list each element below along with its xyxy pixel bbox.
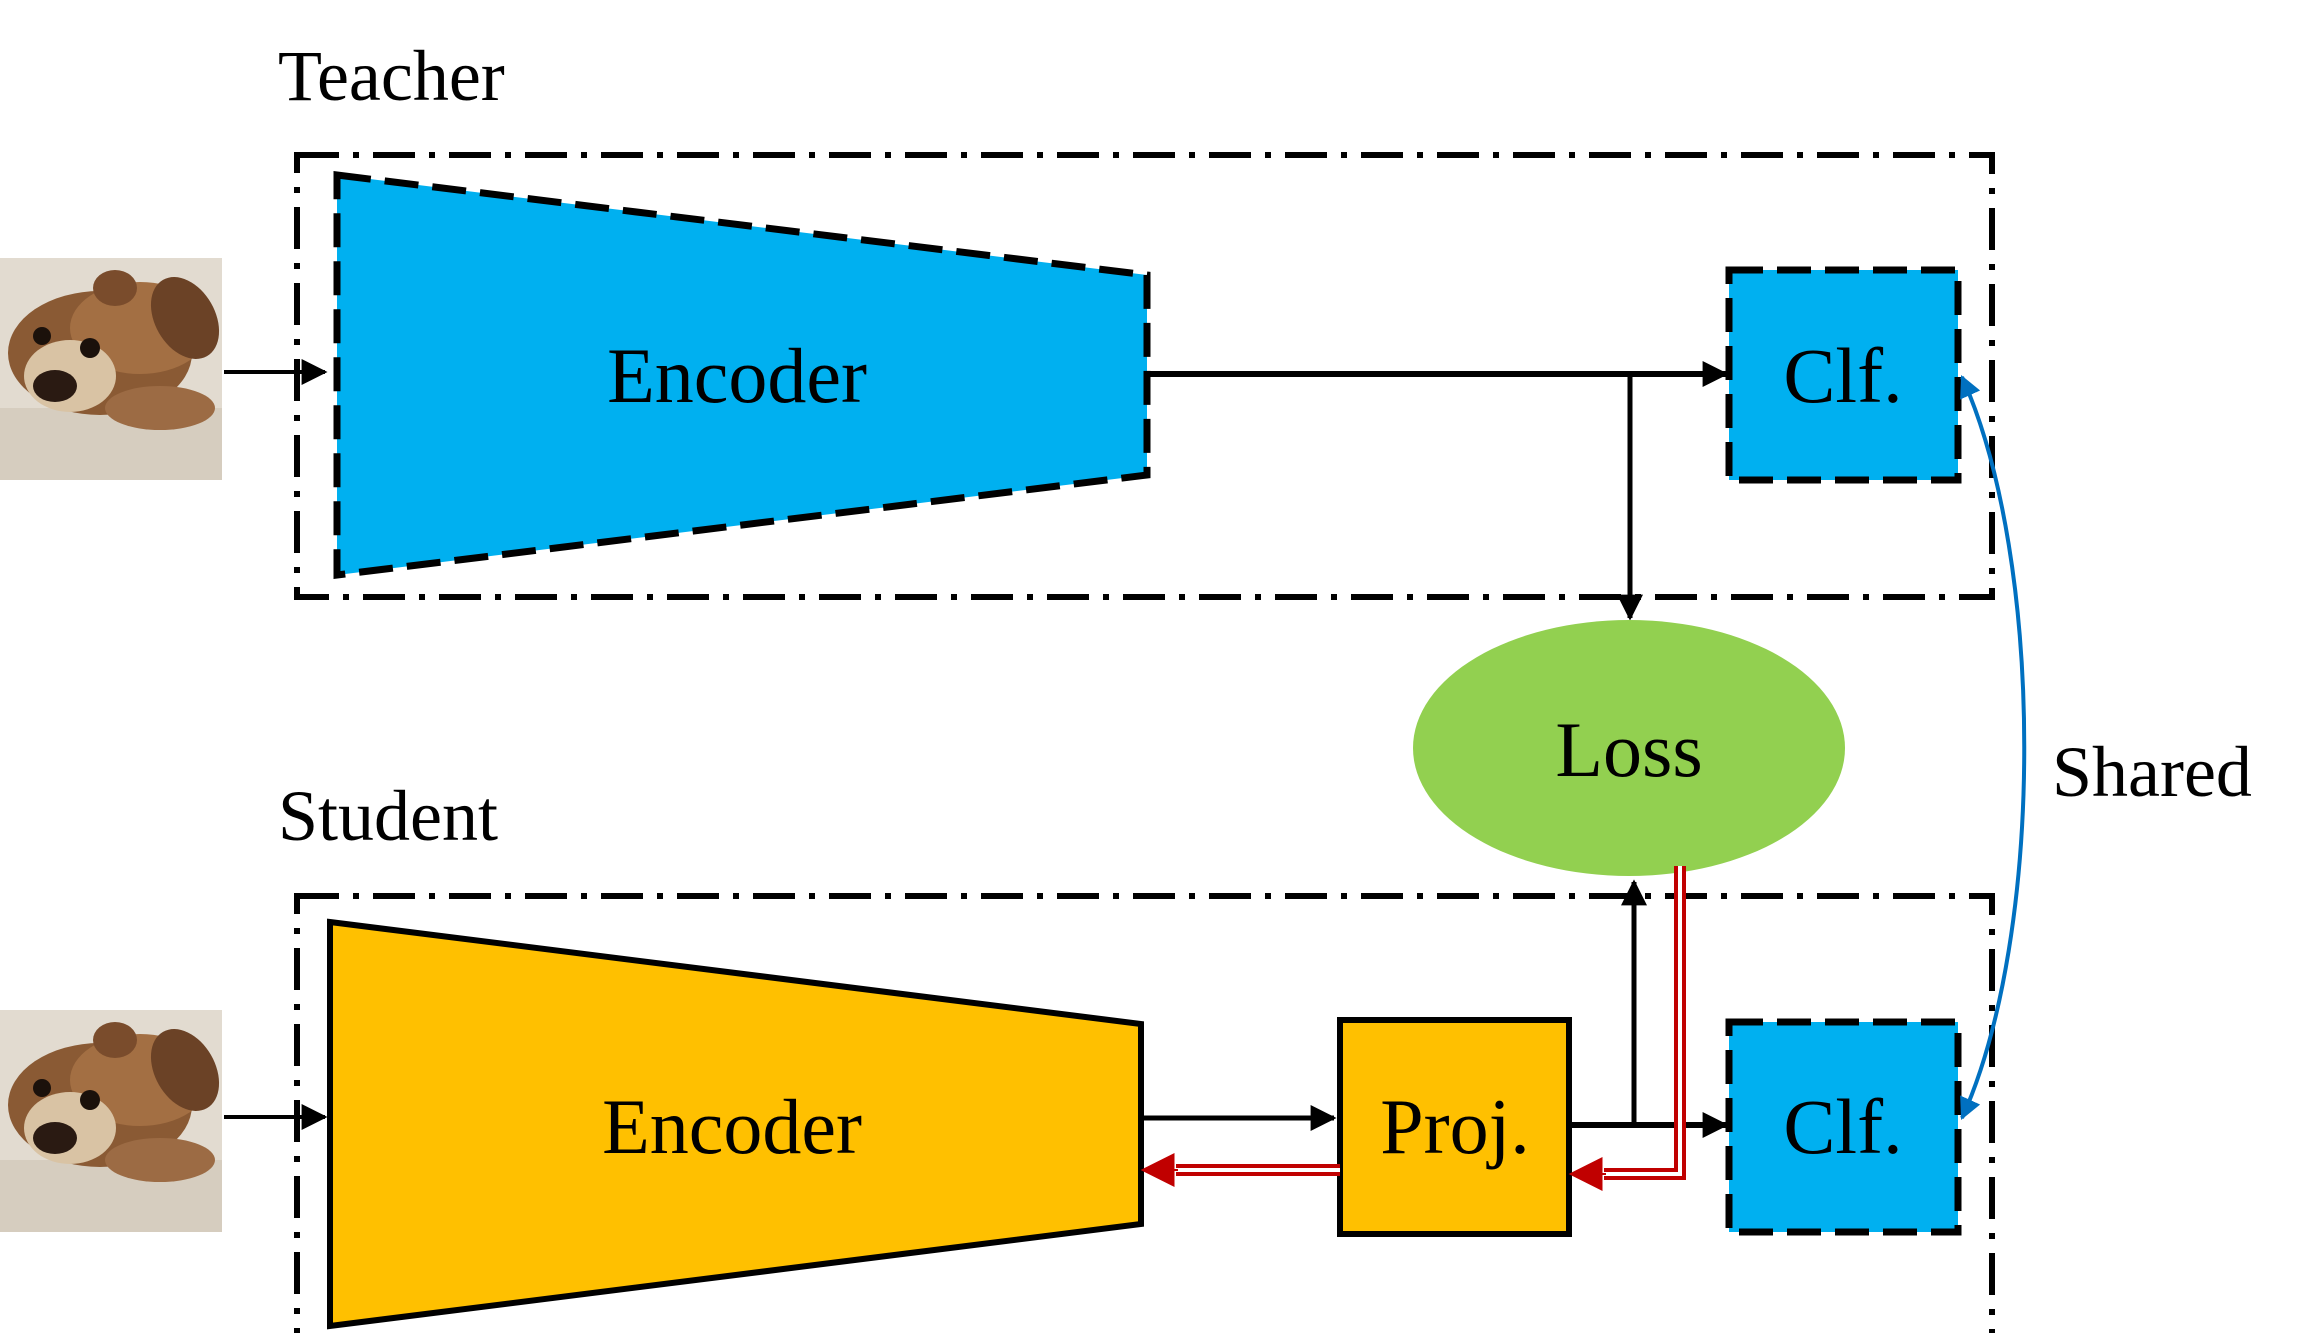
student-classifier-label: Clf. (1783, 1083, 1902, 1170)
teacher-frame (294, 152, 1995, 600)
teacher-title: Teacher (278, 36, 505, 116)
gradient-path-loss-to-proj (1568, 866, 1686, 1191)
teacher-input-image (0, 258, 233, 480)
shared-weights-link (1960, 374, 2027, 1121)
shared-label: Shared (2052, 732, 2252, 812)
loss-label: Loss (1555, 706, 1702, 793)
teacher-classifier (1725, 266, 1962, 484)
student-encoder-label: Encoder (602, 1083, 862, 1170)
teacher-classifier-label: Clf. (1783, 332, 1902, 419)
teacher-encoder-label: Encoder (607, 332, 867, 419)
student-encoder (327, 918, 1144, 1330)
loss-node (1413, 620, 1845, 876)
student-projector-label: Proj. (1380, 1083, 1530, 1170)
student-classifier (1725, 1018, 1962, 1236)
student-title: Student (278, 776, 498, 856)
student-input-image (0, 1010, 233, 1232)
teacher-encoder (333, 171, 1151, 579)
